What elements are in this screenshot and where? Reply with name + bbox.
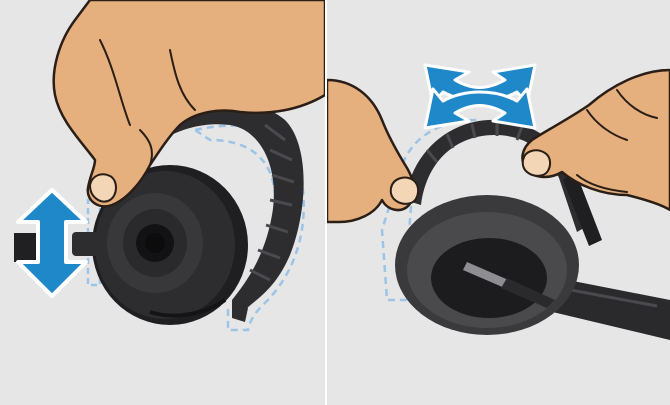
right-illustration	[327, 0, 670, 405]
earcup-hinge	[72, 232, 102, 256]
left-hand-thumbnail	[90, 174, 116, 201]
left-illustration	[0, 0, 325, 405]
right-panel	[327, 0, 670, 405]
left-panel	[0, 0, 325, 405]
right-panel-right-thumbnail	[523, 150, 550, 175]
right-panel-left-thumbnail	[391, 178, 418, 204]
ear-cushion	[395, 195, 579, 335]
